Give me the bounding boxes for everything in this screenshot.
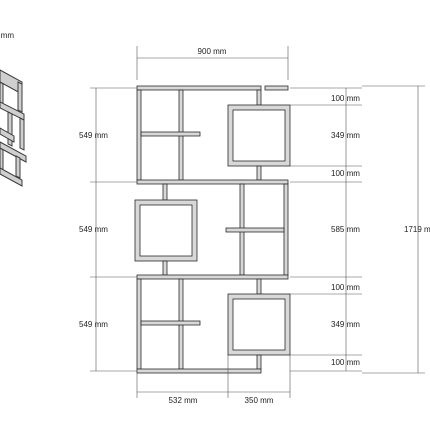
shelf-thumbnail [0,69,27,187]
height-label: 549 mm [79,225,108,234]
thumb-shelf-panel [0,127,15,143]
bottom-right-width-label: 350 mm [245,396,274,405]
bottom-width-dimensions: 532 mm 350 mm [136,355,291,405]
connector-panel [162,183,168,201]
total-height-dimension: 1719 mm [362,85,430,374]
bottom-panel [136,368,262,374]
connector-panel [256,165,262,181]
box-opening [232,298,286,351]
top-panel [136,85,262,91]
thumb-shelf-panel [17,81,23,113]
total-height-label: 1719 mm [404,225,430,234]
connector-panel [256,278,262,295]
dimension-label: 100 mm [331,283,360,292]
shelf-panel [140,131,201,137]
overall-width-dimension: 900 mm [136,46,289,80]
left-height-dimensions: 549 mm 549 mm 549 mm [79,87,137,372]
side-panel [136,89,142,181]
box-opening [232,109,286,162]
side-panel [136,278,142,370]
connector-panel [162,260,168,276]
box-opening [139,204,193,257]
bottom-left-width-label: 532 mm [169,396,198,405]
height-label: 549 mm [79,131,108,140]
dimension-label: 100 mm [331,358,360,367]
thumb-shelf-panel [19,117,25,151]
dimension-label: 100 mm [331,94,360,103]
top-panel [264,85,289,91]
height-label: 549 mm [79,320,108,329]
connector-panel [256,89,262,106]
thumb-shelf-panel [0,167,23,187]
dimension-label: 100 mm [331,169,360,178]
connector-panel [256,354,262,370]
horizontal-divider [136,274,289,280]
dimension-label: 349 mm [331,320,360,329]
partial-dimension-label: 5 mm [0,31,14,40]
thumb-shelf-panel [0,81,4,105]
right-dimensions: 100 mm 349 mm 100 mm 585 mm 100 mm 349 m… [290,87,362,372]
horizontal-divider [136,179,289,185]
dimension-label: 585 mm [331,225,360,234]
thumb-shelf-panel [0,141,27,163]
thumb-shelf-panel [15,155,21,179]
dimension-label: 349 mm [331,131,360,140]
overall-width-label: 900 mm [198,47,227,56]
shelf-panel [140,320,201,326]
side-panel [283,183,289,276]
shelf-panel [225,227,285,233]
shelf-front-view [134,85,291,374]
